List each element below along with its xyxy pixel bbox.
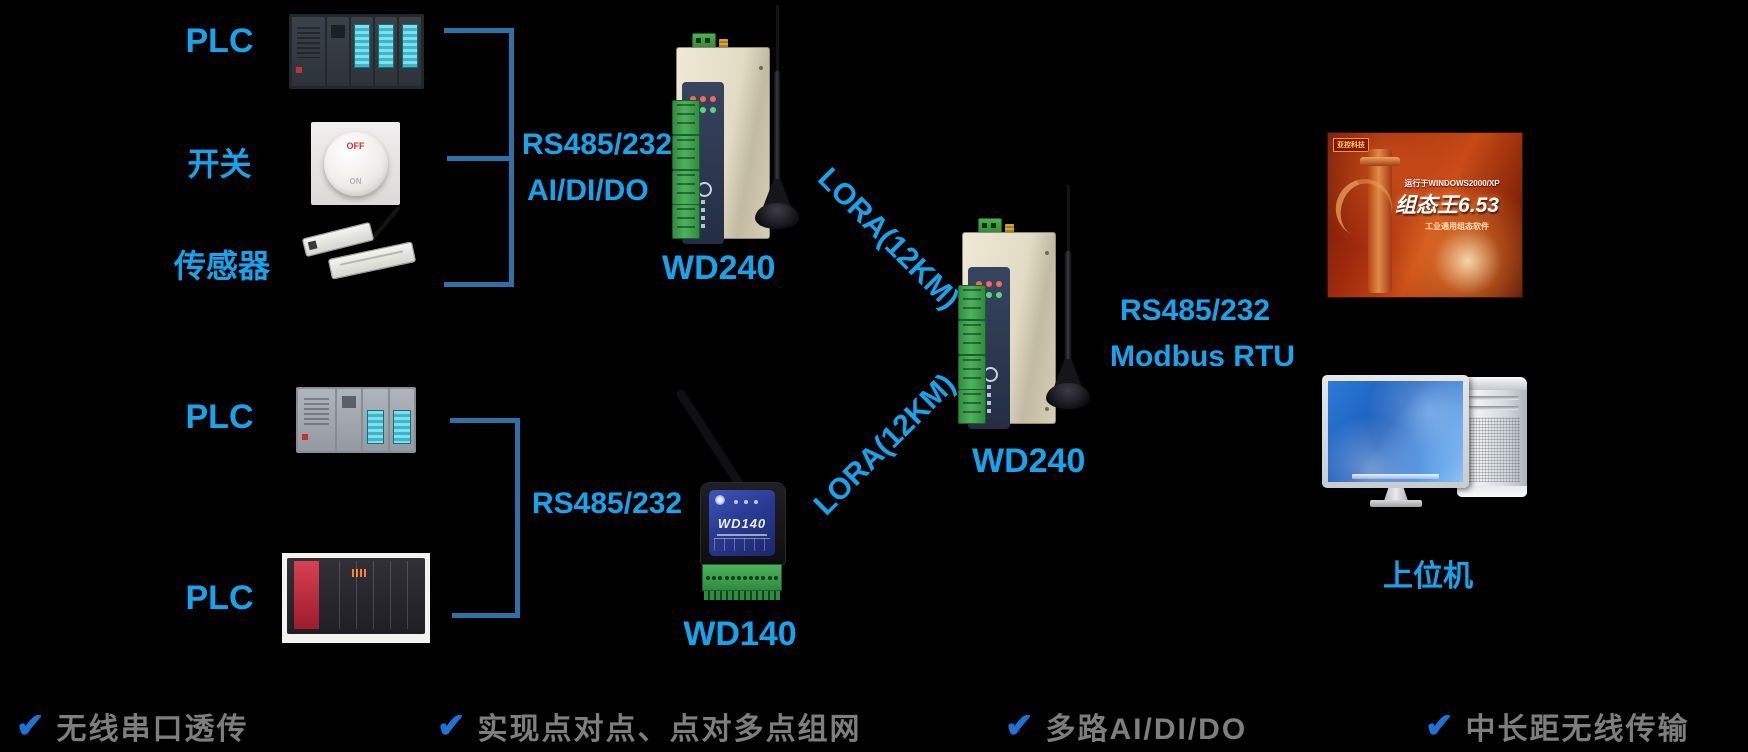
plc-led-cluster <box>351 568 368 577</box>
wd140-label: WD140 <box>683 615 797 653</box>
switch-image: OFF ON <box>311 122 400 205</box>
monitor-screen <box>1328 381 1463 482</box>
lora-link-label-1: LORA(12KM) <box>811 161 966 316</box>
plc-top-image <box>289 14 424 89</box>
panel-pinout-table <box>714 538 770 551</box>
check-icon: ✔ <box>1425 707 1454 745</box>
plc-io-module <box>363 389 388 451</box>
plc-top-label: PLC <box>185 22 254 60</box>
brand-text-mark <box>987 385 991 415</box>
io-terminal <box>958 320 986 355</box>
feature-item-1: ✔ 无线串口透传 <box>16 704 249 748</box>
computer-monitor <box>1322 375 1469 488</box>
panel-divider <box>717 534 767 536</box>
bus-label-rs485: RS485/232 <box>522 128 673 161</box>
wd240-device-1 <box>672 33 770 244</box>
plc-cpu-module <box>327 17 349 86</box>
terminal-pins <box>704 591 780 600</box>
switch-off-text: OFF <box>346 140 365 151</box>
wd240-device-2 <box>958 218 1056 429</box>
bracket-line-plc <box>444 28 514 33</box>
whip-antenna-2 <box>1043 185 1093 420</box>
software-subtitle: 工业通用组态软件 <box>1425 222 1489 231</box>
feature-item-3: ✔ 多路AI/DI/DO <box>1005 704 1247 748</box>
plc-lower2-label: PLC <box>185 579 254 617</box>
brand-logo-icon <box>715 495 725 505</box>
sensor-cable <box>369 205 401 243</box>
host-computer-image <box>1322 372 1527 508</box>
plc-lower1-image <box>296 387 416 453</box>
plc-io-module <box>375 17 397 86</box>
bracket-line-vertical <box>515 418 520 618</box>
device-body: WD140 <box>700 482 786 566</box>
check-icon: ✔ <box>16 707 45 745</box>
whip-antenna-1 <box>752 5 802 240</box>
plc-psu-module <box>298 389 335 451</box>
scada-software-box: 亚控科技 运行于WINDOWS2000/XP 组态王6.53 工业通用组态软件 <box>1326 132 1523 298</box>
plc-psu-module <box>292 17 325 86</box>
io-terminal <box>672 135 700 170</box>
io-terminal <box>672 170 700 205</box>
wd240-1-label: WD240 <box>662 249 776 287</box>
switch-knob: OFF ON <box>323 131 388 196</box>
plc-io-module <box>399 17 421 86</box>
antenna-connector <box>719 39 728 51</box>
software-vendor-badge: 亚控科技 <box>1333 138 1369 152</box>
bus-label-rs485-lower: RS485/232 <box>532 487 683 520</box>
wd140-device: WD140 <box>675 388 790 622</box>
sensor-label: 传感器 <box>173 248 270 284</box>
front-panel: WD140 <box>709 490 775 556</box>
sensor-image <box>299 205 417 282</box>
antenna-connector <box>1005 224 1014 236</box>
column-art <box>1368 149 1392 293</box>
io-terminal <box>958 355 986 390</box>
bracket-line-plc2 <box>452 613 520 618</box>
plc-lower2-image <box>282 553 430 643</box>
io-terminal <box>958 285 986 320</box>
feature-text: 实现点对点、点对多点组网 <box>477 713 862 746</box>
host-bus-label-modbus: Modbus RTU <box>1110 340 1295 373</box>
panel-model-text: WD140 <box>717 516 767 531</box>
plc-lower1-label: PLC <box>185 398 254 436</box>
switch-label: 开关 <box>187 146 252 182</box>
plc-rack <box>287 558 425 634</box>
lora-link-label-2: LORA(12KM) <box>807 367 962 522</box>
feature-text: 多路AI/DI/DO <box>1045 713 1248 746</box>
feature-item-4: ✔ 中长距无线传输 <box>1425 704 1690 748</box>
io-terminal <box>958 389 986 424</box>
column-cap-art <box>1360 157 1400 166</box>
monitor-base <box>1370 500 1422 507</box>
bracket-line-vertical <box>509 28 514 287</box>
brand-text-mark <box>701 200 705 230</box>
wd240-2-label: WD240 <box>972 442 1086 480</box>
io-terminal <box>702 564 782 591</box>
plc-red-module <box>293 561 319 630</box>
monitor-stand <box>1384 488 1408 501</box>
bus-label-aidido: AI/DI/DO <box>527 174 649 207</box>
host-label: 上位机 <box>1383 560 1473 593</box>
io-terminal <box>672 204 700 239</box>
feature-item-2: ✔ 实现点对点、点对多点组网 <box>437 704 862 748</box>
software-title: 组态王6.53 <box>1395 194 1499 217</box>
plc-cpu-module <box>336 389 362 451</box>
feature-text: 中长距无线传输 <box>1465 713 1690 746</box>
plc-io-module <box>389 389 414 451</box>
bracket-line-plc1 <box>450 418 520 423</box>
plc-io-module <box>351 17 373 86</box>
io-terminal <box>672 100 700 135</box>
feature-text: 无线串口透传 <box>56 713 249 746</box>
host-bus-label-rs485: RS485/232 <box>1120 294 1271 327</box>
software-platform-text: 运行于WINDOWS2000/XP <box>1404 179 1500 188</box>
bracket-line-switch <box>447 156 514 161</box>
bracket-line-sensor <box>444 282 514 287</box>
check-icon: ✔ <box>437 707 466 745</box>
switch-on-text: ON <box>349 176 362 186</box>
check-icon: ✔ <box>1005 707 1034 745</box>
